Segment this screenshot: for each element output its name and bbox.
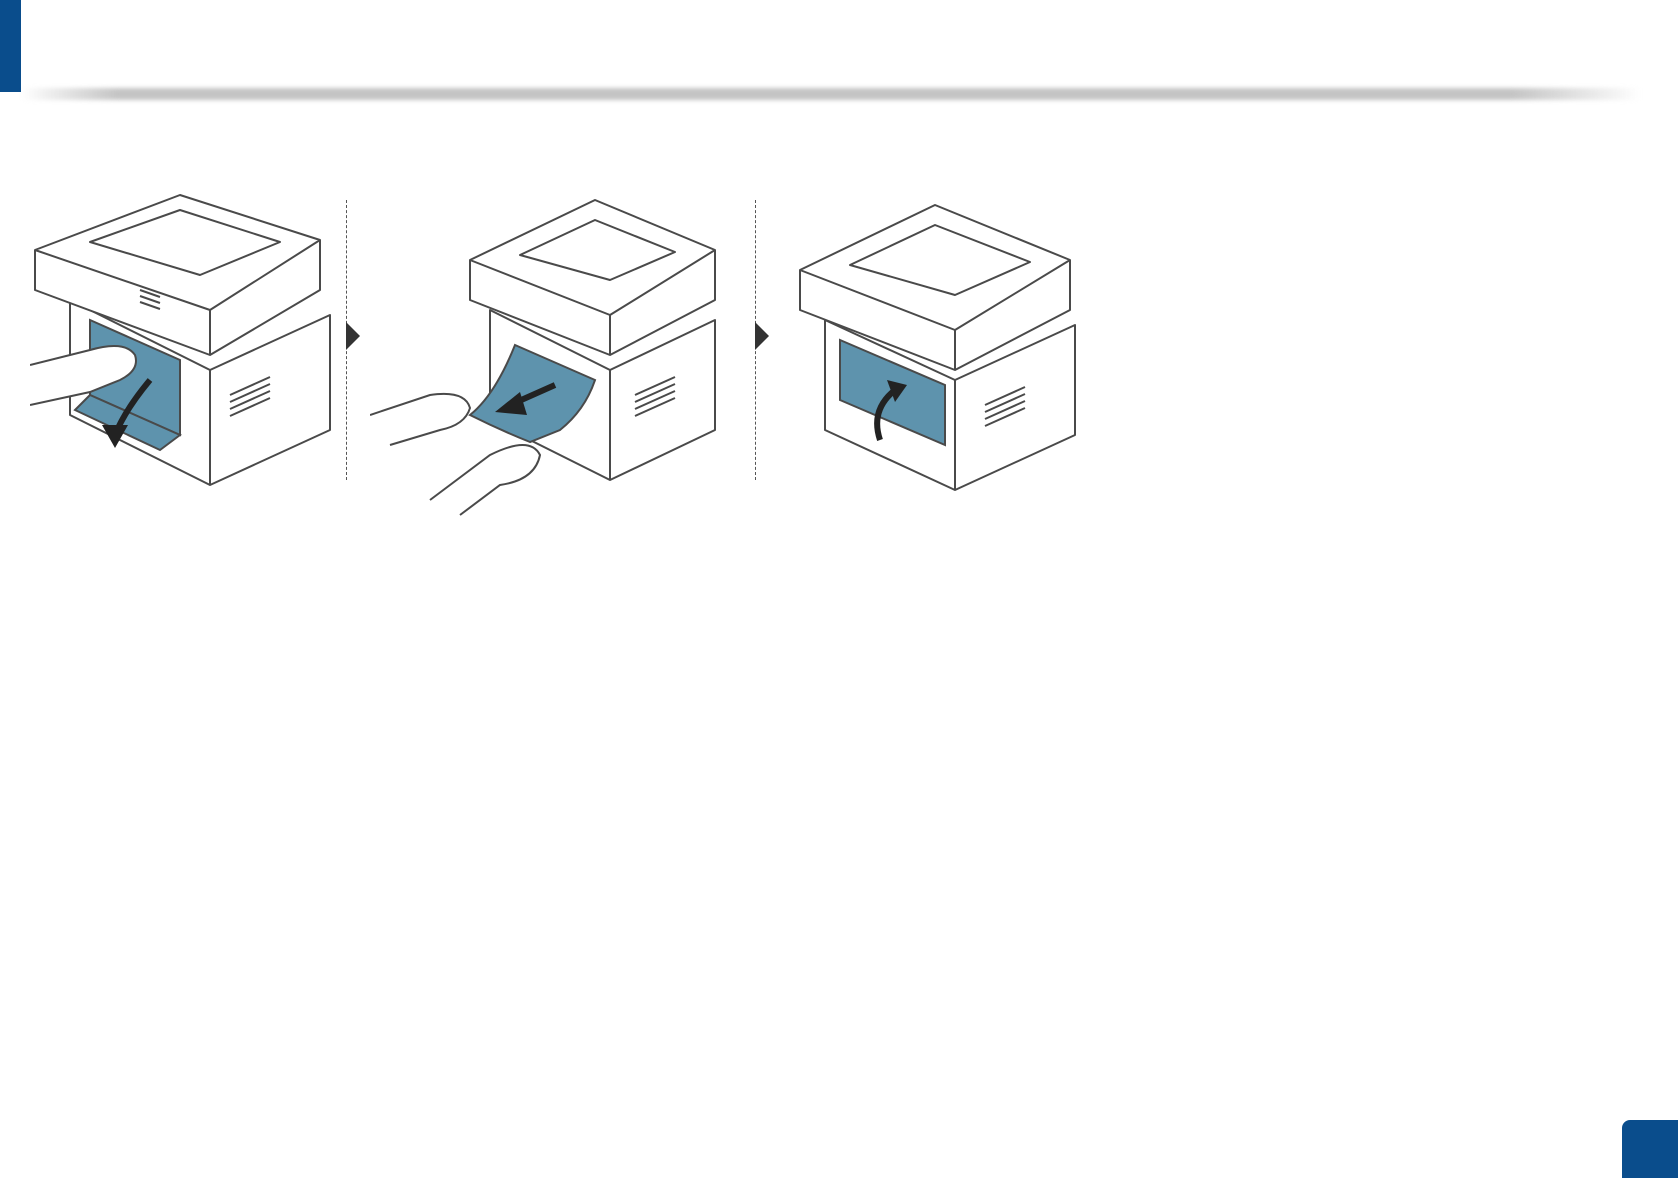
header-accent-tab: [0, 0, 21, 92]
printer-rear-cover-open-icon: [30, 180, 350, 560]
page-number-badge: [1622, 1120, 1678, 1178]
step-arrow-2: [755, 322, 769, 350]
step-2-illustration: [370, 180, 740, 560]
paper-jam-illustration-strip: [0, 180, 1200, 560]
step-3-illustration: [795, 180, 1095, 560]
printer-paper-removal-icon: [370, 180, 740, 560]
step-arrow-1: [346, 322, 360, 350]
step-1-illustration: [30, 180, 350, 560]
printer-rear-cover-close-icon: [795, 180, 1095, 560]
header-divider: [21, 88, 1641, 100]
